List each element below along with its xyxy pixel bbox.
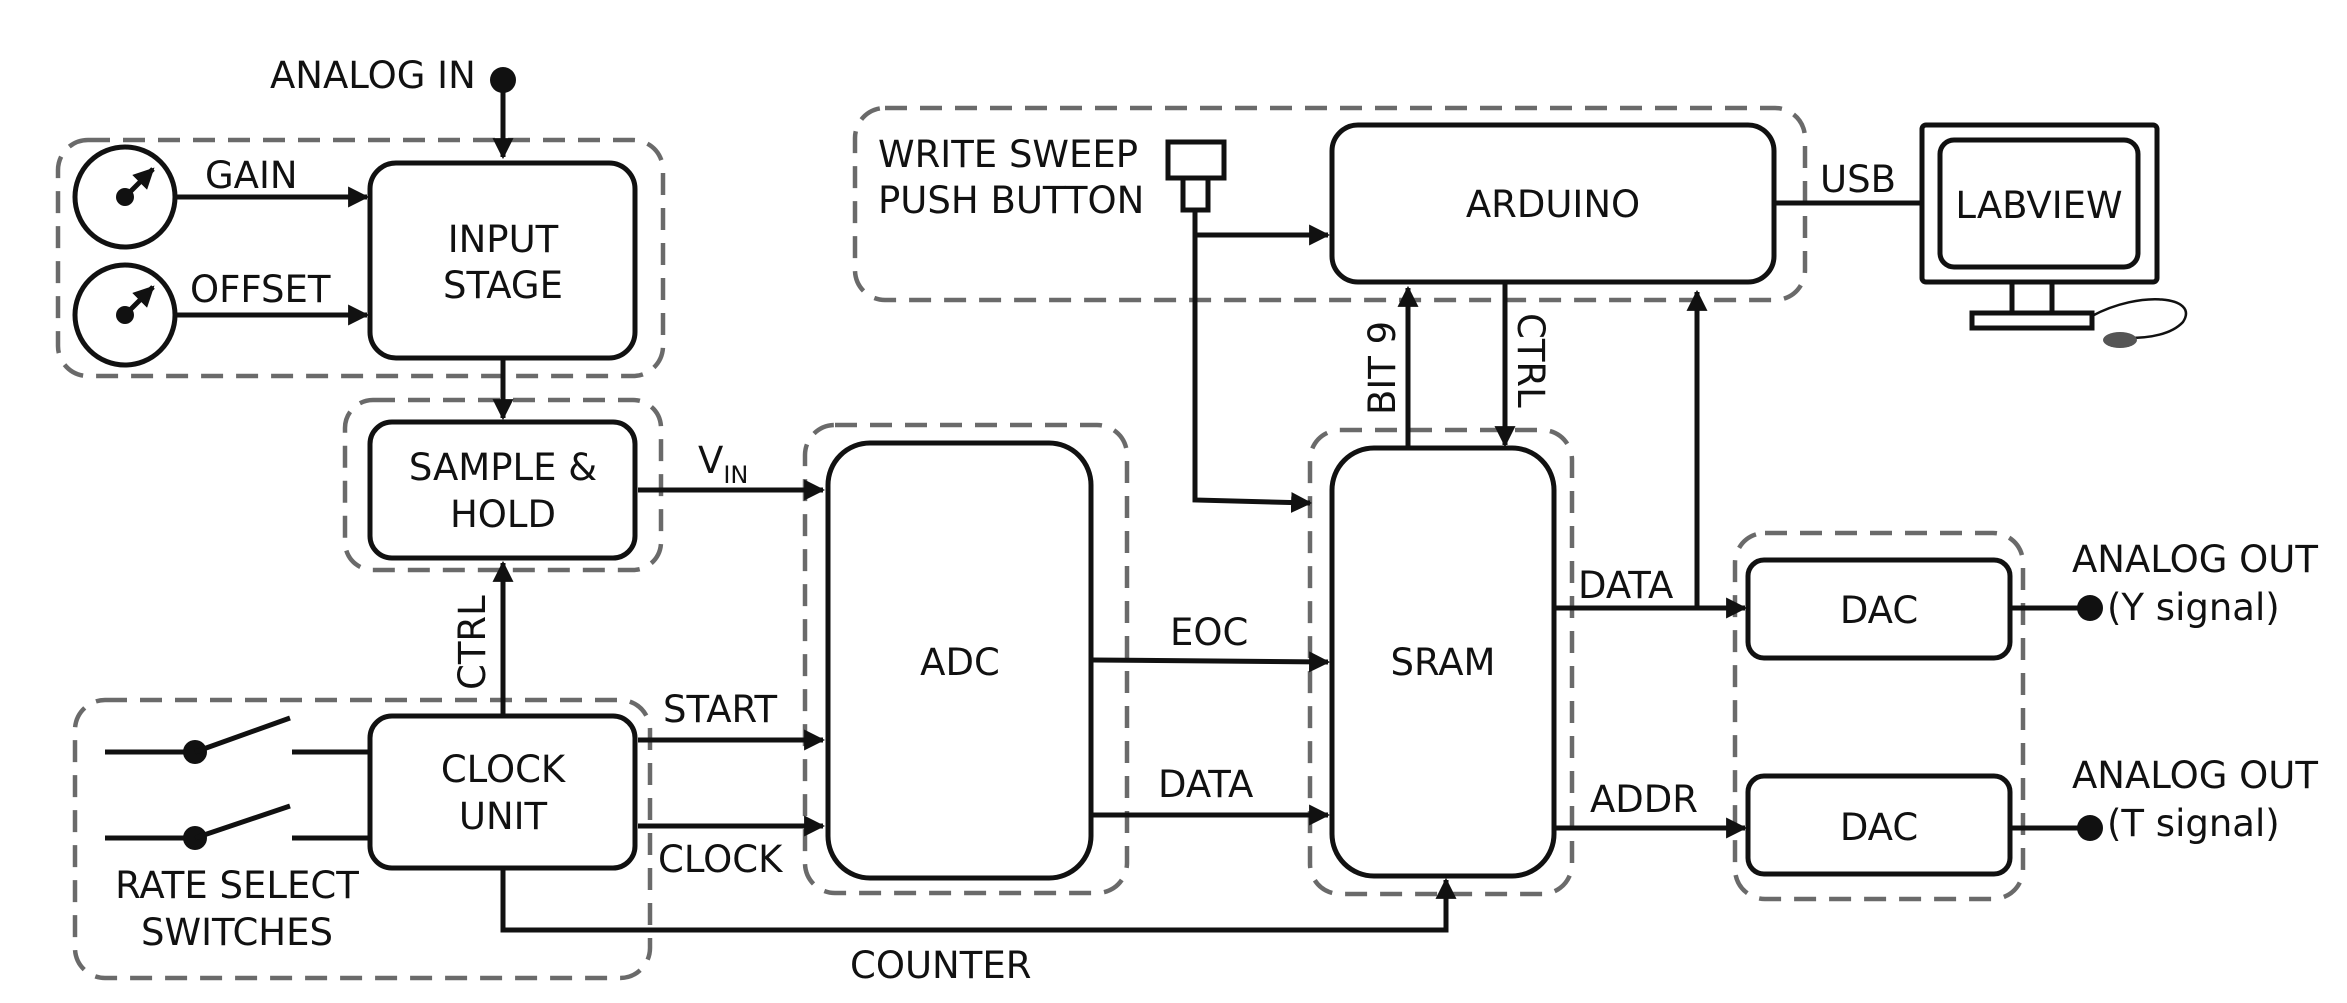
mouse-icon: [2091, 298, 2187, 348]
input-stage-label-1: INPUT: [448, 218, 559, 261]
arduino-group: [852, 105, 1808, 303]
clock-unit-block: [367, 713, 638, 871]
adc-block: [825, 440, 1094, 881]
addr-label: ADDR: [1590, 778, 1698, 821]
computer-monitor-icon: [1919, 122, 2160, 331]
pushbutton-arduino-wire: [1192, 212, 1331, 246]
adc-label: ADC: [920, 641, 1000, 684]
counter-wire: [500, 870, 1457, 933]
rate-select-label-2: SWITCHES: [141, 911, 333, 954]
write-sweep-label-2: PUSH BUTTON: [878, 179, 1144, 222]
dac-y-label: DAC: [1840, 589, 1918, 632]
analog-out-y-label-2: (Y signal): [2107, 586, 2280, 629]
dac-t-block: [1745, 773, 2013, 877]
analog-in-terminal: [490, 67, 516, 93]
write-sweep-label-1: WRITE SWEEP: [878, 133, 1138, 176]
offset-knob-icon: [72, 262, 178, 368]
labview-label: LABVIEW: [1955, 184, 2122, 227]
arduino-block: [1329, 122, 1777, 285]
ctrl-arduino-label: CTRL: [1509, 313, 1552, 408]
sample-hold-label-1: SAMPLE &: [409, 446, 597, 489]
analog-out-t-label-2: (T signal): [2107, 802, 2280, 845]
adc-group: [802, 422, 1130, 896]
counter-label: COUNTER: [850, 944, 1031, 987]
analog-out-y-terminal: [2077, 595, 2103, 621]
sram-label: SRAM: [1391, 641, 1496, 684]
arduino-label: ARDUINO: [1466, 183, 1640, 226]
eoc-wire: [1092, 651, 1331, 673]
input-stage-label-2: STAGE: [443, 264, 563, 307]
analog-out-t-terminal: [2077, 815, 2103, 841]
rate-select-switch-2-icon: [105, 803, 370, 850]
sample-hold-label-2: HOLD: [450, 493, 556, 536]
sram-block: [1329, 445, 1557, 879]
start-label: START: [663, 688, 778, 731]
analog-out-t-label-1: ANALOG OUT: [2072, 754, 2318, 797]
dac-group: [1732, 530, 2026, 902]
analog-out-y-label-1: ANALOG OUT: [2072, 538, 2318, 581]
clock-label: CLOCK: [658, 838, 784, 881]
input-controls-group: [55, 137, 666, 379]
gain-label: GAIN: [205, 154, 298, 197]
analog-in-label: ANALOG IN: [270, 54, 476, 97]
rate-select-switch-1-icon: [105, 715, 370, 764]
sram-data-label: DATA: [1578, 564, 1673, 607]
ctrl-clock-label: CTRL: [451, 595, 494, 690]
rate-select-group: [72, 697, 653, 981]
clock-unit-label-2: UNIT: [459, 795, 548, 838]
sample-hold-block: [367, 419, 638, 561]
gain-knob-icon: [72, 144, 178, 250]
adc-data-label: DATA: [1158, 763, 1253, 806]
vin-label: VIN: [698, 439, 748, 489]
usb-label: USB: [1820, 158, 1896, 201]
sample-hold-group: [342, 397, 664, 573]
clock-unit-label-1: CLOCK: [441, 748, 567, 791]
dac-y-block: [1745, 557, 2013, 661]
input-stage-block: [367, 160, 638, 361]
pushbutton-sram-wire: [1192, 235, 1313, 514]
push-button-icon: [1165, 139, 1227, 213]
offset-label: OFFSET: [190, 268, 331, 311]
bit9-label: BIT 9: [1361, 321, 1404, 415]
dac-t-label: DAC: [1840, 806, 1918, 849]
eoc-label: EOC: [1170, 611, 1248, 654]
rate-select-label-1: RATE SELECT: [115, 864, 359, 907]
